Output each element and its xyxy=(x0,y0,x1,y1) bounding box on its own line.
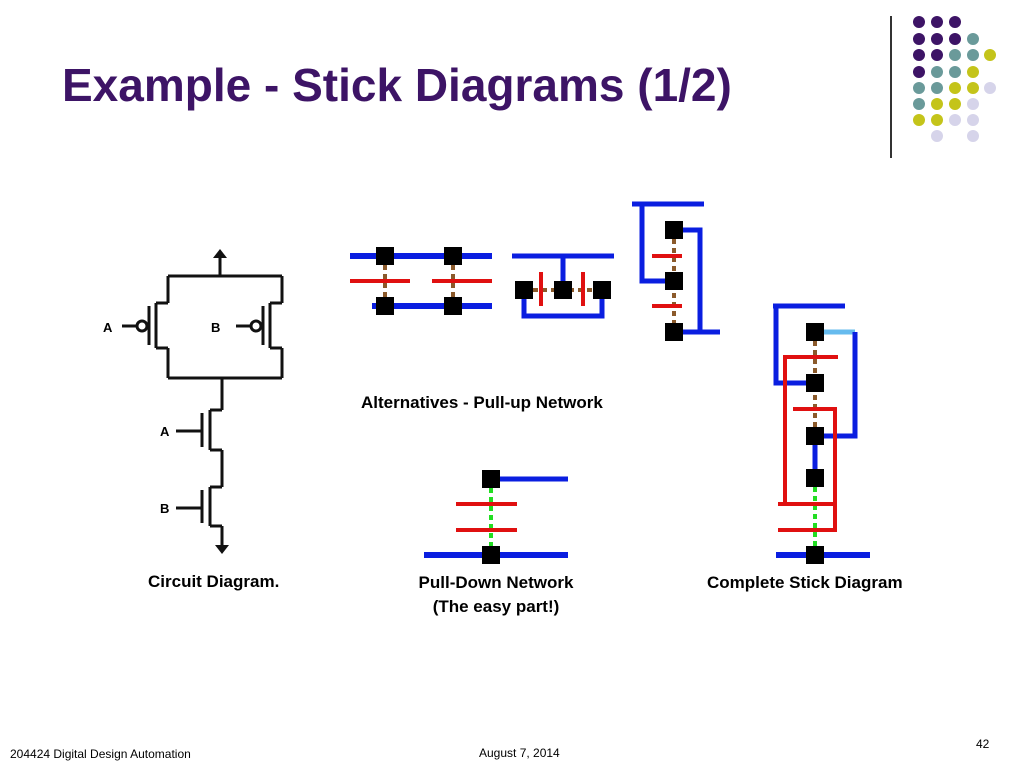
slide-page-number: 42 xyxy=(976,737,990,751)
pullup-alternatives-label: Alternatives - Pull-up Network xyxy=(361,393,603,412)
circuit-diagram-label: Circuit Diagram. xyxy=(148,572,280,591)
pin-label-b-pmos: B xyxy=(211,320,220,335)
pullup-alternative-1 xyxy=(350,247,492,315)
pin-label-a-pmos: A xyxy=(103,320,113,335)
slide-title: Example - Stick Diagrams (1/2) xyxy=(62,59,732,111)
circuit-schematic xyxy=(122,249,284,554)
complete-stick-diagram-label: Complete Stick Diagram xyxy=(707,573,903,592)
decorative-dot-pattern xyxy=(913,16,996,142)
footer-date: August 7, 2014 xyxy=(479,746,560,760)
pin-label-b-nmos: B xyxy=(160,501,169,516)
pullup-alternative-2 xyxy=(512,253,614,319)
pulldown-label-line2: (The easy part!) xyxy=(432,597,560,616)
dot-grid xyxy=(913,16,996,142)
title-divider xyxy=(890,16,892,158)
pulldown-label-line1: Pull-Down Network xyxy=(418,573,574,592)
pulldown-label: Pull-Down Network (The easy part!) xyxy=(396,573,596,617)
pullup-alternative-3 xyxy=(632,201,720,341)
complete-stick-diagram xyxy=(773,303,870,564)
footer-course: 204424 Digital Design Automation xyxy=(10,747,191,761)
pin-label-a-nmos: A xyxy=(160,424,170,439)
pulldown-network xyxy=(424,470,568,564)
